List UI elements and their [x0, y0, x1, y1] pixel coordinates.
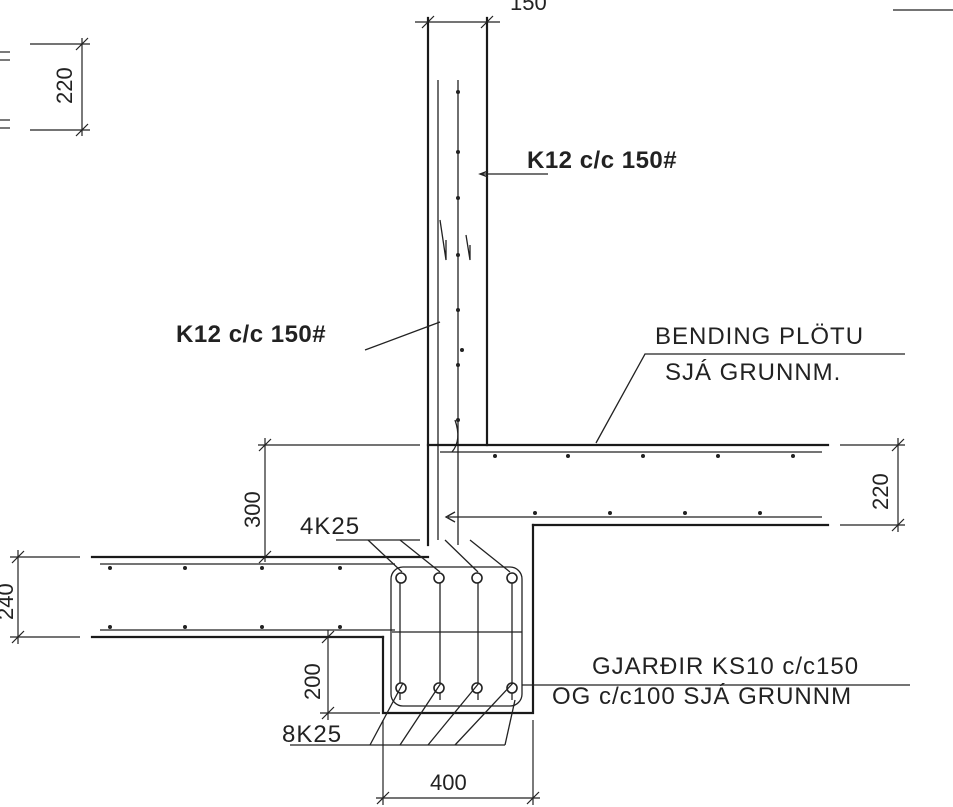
stirrups-label-line2: OG c/c100 SJÁ GRUNNM [552, 683, 852, 710]
wall-rebar-right-label: K12 c/c 150# [527, 147, 677, 174]
beam-top-bars [395, 572, 518, 584]
beam-outline [381, 523, 535, 715]
dim-beam-width: 400 [430, 770, 467, 795]
dim-slab-left: 240 [0, 583, 18, 620]
wall-outline [426, 16, 489, 547]
dimension-lines [0, 9, 953, 805]
right-slab-outline [426, 443, 830, 527]
slab-note-line2: SJÁ GRUNNM. [665, 359, 841, 386]
beam-stirrup [390, 566, 523, 707]
left-slab-rebar-dots [108, 566, 342, 629]
stirrups-label-line1: GJARÐIR KS10 c/c150 [592, 653, 859, 680]
dim-slab-right: 220 [868, 473, 893, 510]
dim-step-height: 300 [240, 491, 265, 528]
beam-bottom-bars-label: 8K25 [282, 721, 342, 748]
right-slab-rebar-dots [493, 454, 795, 515]
wall-rebar [437, 80, 471, 545]
slab-note-line1: BENDING PLÖTU [655, 323, 864, 350]
dim-wall-thickness: 150 [510, 0, 547, 15]
beam-bottom-bars [395, 682, 518, 694]
dim-top-left: 220 [52, 67, 77, 104]
wall-rebar-dots [456, 90, 464, 422]
beam-top-bars-label: 4K25 [300, 513, 360, 540]
leader-lines [290, 170, 910, 746]
wall-rebar-left-label: K12 c/c 150# [176, 321, 326, 348]
left-slab-outline [90, 555, 430, 639]
dim-beam-drop: 200 [300, 663, 325, 700]
